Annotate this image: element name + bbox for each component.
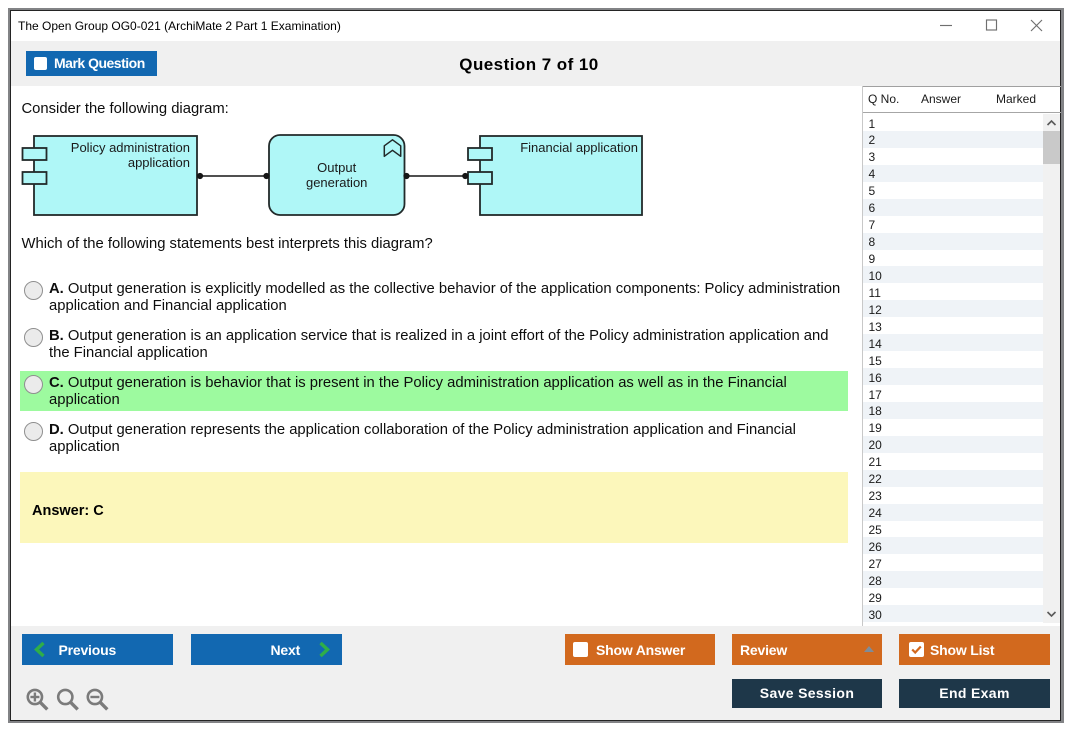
svg-text:application: application — [128, 155, 190, 170]
svg-text:Output: Output — [317, 160, 356, 175]
svg-text:Financial application: Financial application — [520, 140, 638, 155]
svg-text:generation: generation — [306, 175, 367, 190]
svg-text:Policy administration: Policy administration — [71, 140, 190, 155]
